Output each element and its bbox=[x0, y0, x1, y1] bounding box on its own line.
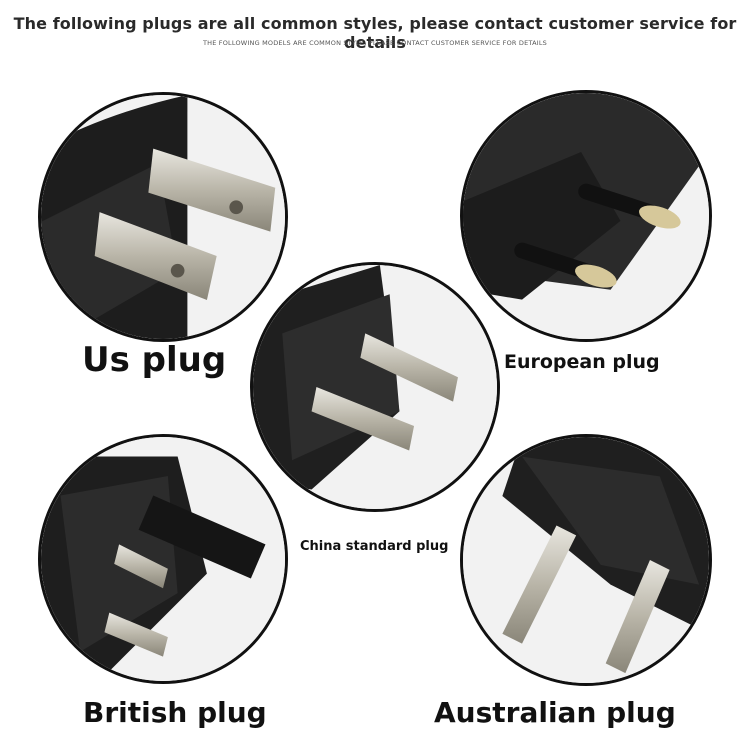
china-plug-label: China standard plug bbox=[300, 539, 449, 554]
european-plug-photo bbox=[460, 90, 712, 342]
page-subtitle: THE FOLLOWING MODELS ARE COMMON STYLE, P… bbox=[202, 39, 548, 47]
australian-plug-photo bbox=[460, 434, 712, 686]
us-plug-photo bbox=[38, 92, 288, 342]
page-title: The following plugs are all common style… bbox=[13, 14, 737, 52]
china-plug-photo bbox=[250, 262, 500, 512]
british-plug-photo bbox=[38, 434, 288, 684]
us-plug-label: Us plug bbox=[82, 340, 227, 380]
european-plug-label: European plug bbox=[504, 351, 660, 373]
british-plug-label: British plug bbox=[83, 696, 267, 729]
australian-plug-label: Australian plug bbox=[434, 696, 676, 729]
